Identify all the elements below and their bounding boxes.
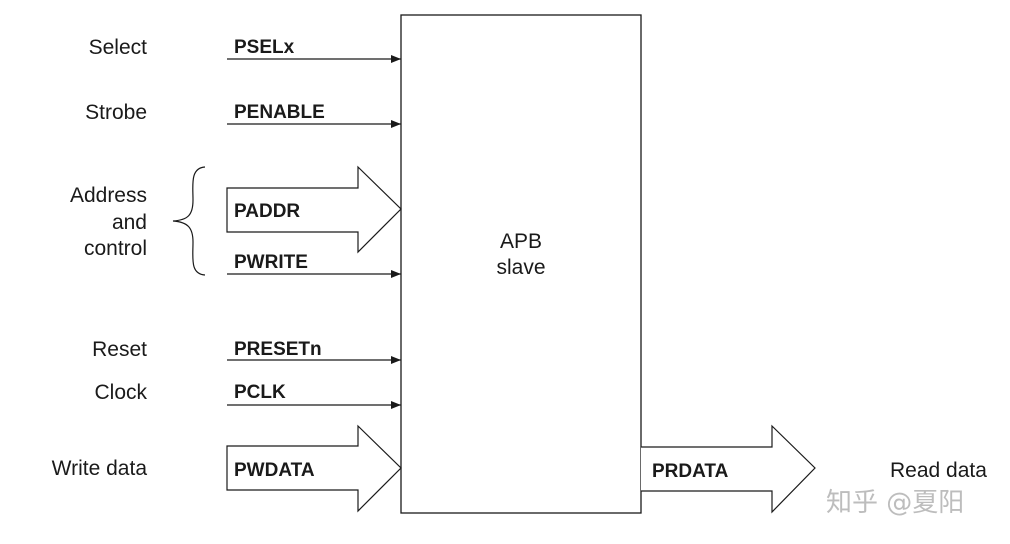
read-data-label: Read data bbox=[890, 459, 987, 482]
apb-slave-block bbox=[400, 14, 642, 514]
brace-icon bbox=[172, 166, 206, 276]
prdata-signal-label: PRDATA bbox=[652, 461, 729, 482]
presetn-signal-label: PRESETn bbox=[234, 339, 322, 360]
pwdata-bus-arrow bbox=[226, 424, 402, 513]
block-label-line1: APB bbox=[500, 230, 542, 253]
paddr-bus-arrow bbox=[226, 165, 402, 254]
control-label: control bbox=[84, 237, 147, 260]
pclk-signal-label: PCLK bbox=[234, 382, 286, 403]
pwrite-signal-label: PWRITE bbox=[234, 252, 308, 273]
and-label: and bbox=[112, 211, 147, 234]
pselx-signal-label: PSELx bbox=[234, 37, 295, 58]
clock-label: Clock bbox=[94, 381, 147, 404]
reset-label: Reset bbox=[92, 338, 147, 361]
write-data-label: Write data bbox=[52, 457, 148, 480]
paddr-signal-label: PADDR bbox=[234, 201, 300, 222]
strobe-label: Strobe bbox=[85, 101, 147, 124]
pwdata-signal-label: PWDATA bbox=[234, 460, 315, 481]
watermark: 知乎 @夏阳 bbox=[826, 488, 964, 518]
prdata-bus-arrow bbox=[641, 424, 816, 514]
block-label-line2: slave bbox=[496, 256, 545, 279]
select-label: Select bbox=[89, 36, 148, 59]
address-label: Address bbox=[70, 184, 147, 207]
penable-signal-label: PENABLE bbox=[234, 102, 325, 123]
